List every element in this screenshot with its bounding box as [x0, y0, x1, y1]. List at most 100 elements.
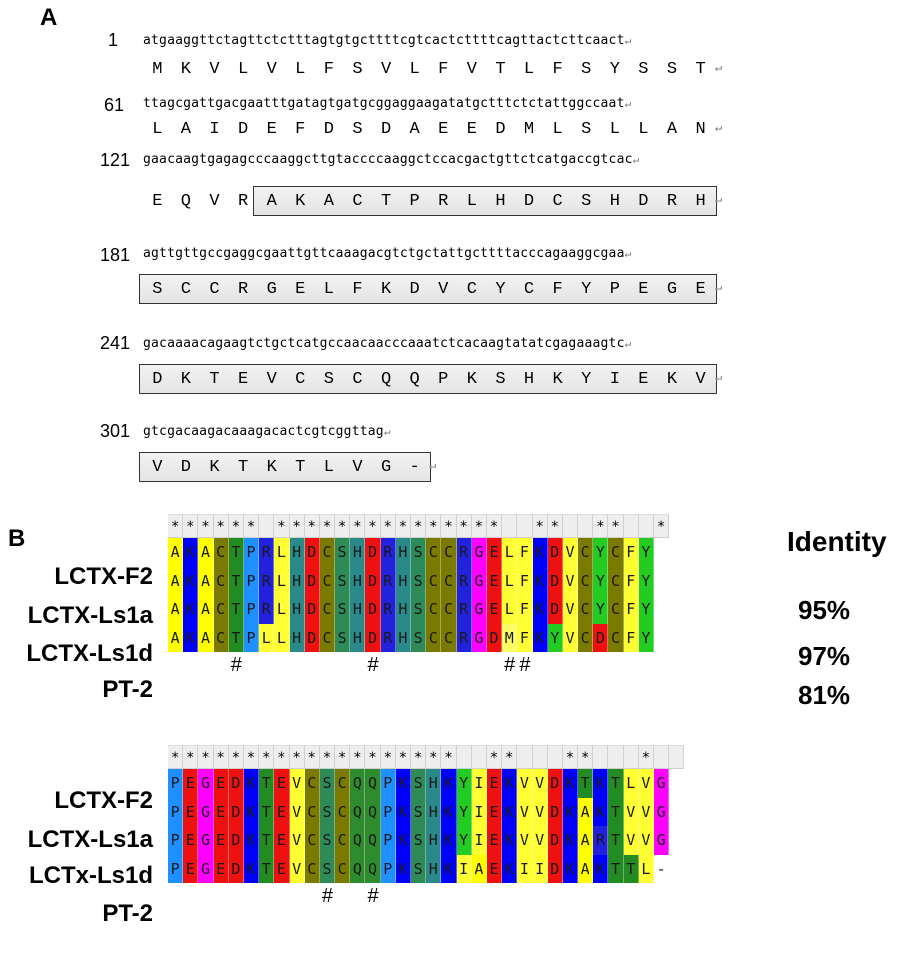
- amino-acid-residue: F: [552, 60, 563, 79]
- return-mark-icon: ↵: [624, 247, 632, 260]
- aligned-residue: Y: [593, 595, 609, 624]
- conservation-mark: *: [381, 515, 396, 537]
- aligned-residue: G: [654, 769, 670, 798]
- aligned-residue: C: [319, 623, 336, 652]
- aligned-residue: E: [486, 854, 503, 883]
- aligned-residue: K: [502, 854, 518, 883]
- aligned-residue: C: [213, 566, 229, 595]
- return-mark-icon: ↵: [624, 97, 632, 110]
- identity-percent: 97%: [798, 641, 851, 671]
- aligned-residue: I: [471, 769, 487, 798]
- aligned-residue: R: [380, 566, 396, 595]
- cysteine-marker: [487, 883, 502, 907]
- aligned-residue: G: [471, 595, 487, 624]
- aligned-residue: G: [471, 566, 487, 595]
- aligned-residue: T: [608, 769, 624, 798]
- conservation-mark: *: [441, 746, 457, 768]
- aligned-residue: V: [638, 826, 654, 855]
- cysteine-marker: [381, 652, 396, 676]
- aligned-residue: C: [335, 826, 351, 855]
- aligned-residue: D: [547, 797, 563, 826]
- amino-acid-residue: D: [409, 280, 420, 299]
- aligned-residue: K: [562, 797, 579, 826]
- aligned-residue: A: [198, 623, 214, 652]
- aligned-residue: E: [274, 769, 290, 798]
- amino-acid-residue: M: [152, 60, 163, 79]
- amino-acid-residue: T: [237, 458, 249, 477]
- cysteine-marker: [305, 652, 320, 676]
- aligned-residue: R: [380, 623, 396, 652]
- amino-acid-residue: R: [237, 280, 249, 299]
- conservation-mark: *: [441, 515, 457, 537]
- aligned-residue: D: [593, 623, 609, 652]
- aligned-residue: R: [259, 538, 275, 567]
- aligned-residue: C: [335, 769, 351, 798]
- conservation-mark: *: [533, 515, 548, 537]
- aligned-residue: Q: [350, 769, 366, 798]
- aligned-residue: R: [456, 623, 472, 652]
- aligned-residue: F: [517, 538, 533, 567]
- aligned-residue: T: [228, 538, 244, 567]
- aligned-residue: E: [486, 797, 503, 826]
- aligned-residue: Y: [456, 797, 472, 826]
- aligned-residue: V: [623, 797, 639, 826]
- amino-acid-residue: K: [295, 192, 306, 211]
- conservation-mark: [533, 746, 548, 768]
- aligned-residue: P: [168, 769, 184, 798]
- amino-acid-residue: A: [266, 192, 277, 211]
- aligned-residue: K: [532, 538, 548, 567]
- aligned-residue: V: [532, 826, 548, 855]
- aligned-residue: F: [517, 566, 533, 595]
- aligned-residue: Y: [547, 623, 563, 652]
- sequence-position-number: 121: [100, 150, 131, 170]
- aligned-residue: A: [471, 854, 487, 883]
- aligned-residue: C: [441, 538, 457, 567]
- aligned-residue: C: [319, 595, 336, 624]
- aligned-residue: K: [532, 595, 548, 624]
- conservation-mark: *: [396, 746, 411, 768]
- conservation-mark: *: [426, 515, 442, 537]
- aligned-residue: E: [183, 826, 199, 855]
- aligned-residue: R: [380, 595, 396, 624]
- aligned-residue: K: [532, 566, 548, 595]
- aligned-residue: H: [395, 595, 411, 624]
- aligned-residue: V: [517, 797, 533, 826]
- cysteine-marker: [578, 652, 593, 676]
- conservation-mark: *: [244, 746, 260, 768]
- conservation-mark: [669, 746, 685, 768]
- conservation-mark: *: [290, 515, 305, 537]
- aligned-residue: P: [168, 854, 184, 883]
- conservation-mark: *: [350, 746, 366, 768]
- aligned-residue: S: [411, 566, 427, 595]
- amino-acid-residue: L: [323, 458, 334, 477]
- aligned-residue: T: [259, 854, 275, 883]
- conservation-mark: *: [365, 746, 381, 768]
- aligned-residue: K: [593, 854, 609, 883]
- nucleotide-sequence: gtcgacaagacaaagacactcgtcggttag↵: [143, 424, 391, 439]
- aligned-residue: D: [547, 566, 563, 595]
- aligned-residue: K: [183, 595, 199, 624]
- amino-acid-residue: Y: [495, 280, 506, 299]
- amino-acid-residue: D: [180, 458, 191, 477]
- amino-acid-residue: K: [180, 370, 191, 389]
- conservation-mark: *: [578, 746, 594, 768]
- amino-acid-residue: R: [666, 192, 678, 211]
- amino-acid-residue: E: [638, 280, 649, 299]
- cysteine-marker: [305, 883, 320, 907]
- cysteine-marker: [517, 883, 532, 907]
- aligned-residue: R: [456, 538, 472, 567]
- conservation-mark: *: [487, 746, 503, 768]
- amino-acid-residue: L: [523, 60, 535, 79]
- amino-acid-residue: H: [609, 192, 620, 211]
- cysteine-marker: [350, 883, 365, 907]
- aligned-residue: S: [411, 538, 427, 567]
- conservation-mark: *: [426, 746, 442, 768]
- aligned-residue: I: [471, 826, 487, 855]
- aligned-residue: V: [562, 595, 579, 624]
- amino-acid-residue: K: [266, 458, 277, 477]
- amino-acid-residue: T: [695, 60, 706, 79]
